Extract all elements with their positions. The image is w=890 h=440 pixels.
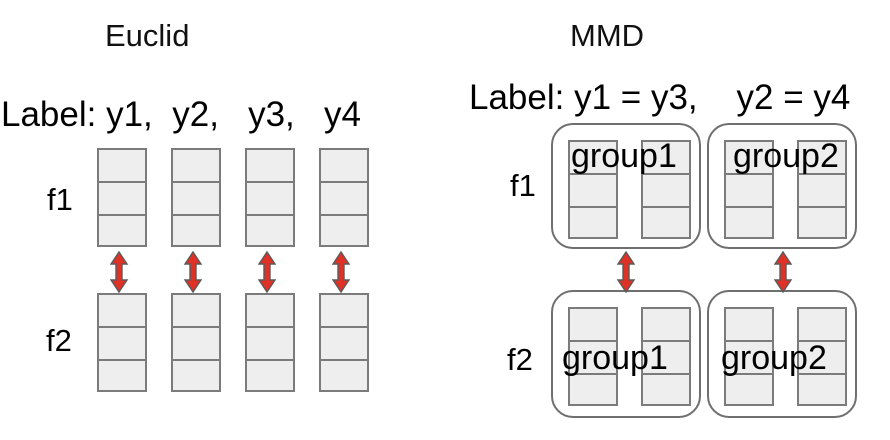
- mmd-column-g1a-f1: [568, 140, 618, 239]
- mmd-group-label-f1-group1: group1: [571, 137, 677, 175]
- mmd-column-g1b-f2: [641, 307, 691, 406]
- euclid-column-y1-f1: [97, 148, 147, 247]
- feature-cell: [245, 359, 295, 392]
- mmd-label-line: Label: y1 = y3, y2 = y4: [469, 78, 851, 117]
- euclid-panel-title: Euclid: [105, 18, 190, 53]
- feature-cell: [245, 293, 295, 326]
- feature-cell: [245, 214, 295, 247]
- euclid-feature-label-f1: f1: [47, 182, 73, 217]
- euclid-column-y2-f2: [171, 293, 221, 392]
- feature-cell: [319, 148, 369, 181]
- feature-cell: [568, 307, 618, 340]
- mmd-panel-title: MMD: [570, 18, 645, 53]
- euclid-label-line: Label: y1, y2, y3, y4: [1, 95, 361, 134]
- feature-cell: [245, 181, 295, 214]
- mmd-column-g2a-f2: [724, 307, 774, 406]
- double-arrow-icon: [109, 251, 129, 293]
- feature-cell: [724, 307, 774, 340]
- feature-cell: [245, 326, 295, 359]
- feature-cell: [797, 173, 847, 206]
- feature-cell: [171, 293, 221, 326]
- feature-cell: [97, 326, 147, 359]
- feature-cell: [319, 293, 369, 326]
- feature-cell: [641, 373, 691, 406]
- feature-cell: [97, 181, 147, 214]
- euclid-column-y1-f2: [97, 293, 147, 392]
- feature-cell: [568, 173, 618, 206]
- mmd-group-box-f1-group1: [551, 123, 701, 249]
- mmd-column-g2b-f2: [797, 307, 847, 406]
- feature-cell: [97, 214, 147, 247]
- double-arrow-icon: [773, 251, 793, 293]
- feature-cell: [568, 206, 618, 239]
- feature-cell: [724, 206, 774, 239]
- feature-cell: [319, 214, 369, 247]
- feature-cell: [97, 359, 147, 392]
- double-arrow-icon: [183, 251, 203, 293]
- mmd-feature-label-f1: f1: [510, 168, 536, 203]
- feature-cell: [797, 340, 847, 373]
- double-arrow-icon: [257, 251, 277, 293]
- mmd-group-label-f2-group1: group1: [562, 339, 668, 377]
- mmd-group-label-f1-group2: group2: [733, 137, 839, 175]
- double-arrow-icon: [331, 251, 351, 293]
- feature-cell: [171, 326, 221, 359]
- euclid-column-y3-f1: [245, 148, 295, 247]
- mmd-group-label-f2-group2: group2: [721, 339, 827, 377]
- feature-cell: [97, 293, 147, 326]
- feature-cell: [724, 340, 774, 373]
- feature-cell: [641, 206, 691, 239]
- feature-cell: [797, 206, 847, 239]
- feature-cell: [641, 173, 691, 206]
- feature-cell: [319, 359, 369, 392]
- feature-cell: [797, 307, 847, 340]
- mmd-feature-label-f2: f2: [507, 342, 533, 377]
- feature-cell: [319, 181, 369, 214]
- mmd-column-g1b-f1: [641, 140, 691, 239]
- feature-cell: [319, 326, 369, 359]
- feature-cell: [171, 181, 221, 214]
- feature-cell: [797, 373, 847, 406]
- euclid-column-y4-f2: [319, 293, 369, 392]
- feature-cell: [171, 148, 221, 181]
- feature-cell: [724, 140, 774, 173]
- feature-cell: [641, 340, 691, 373]
- mmd-column-g2a-f1: [724, 140, 774, 239]
- feature-cell: [724, 173, 774, 206]
- euclid-column-y4-f1: [319, 148, 369, 247]
- feature-cell: [245, 148, 295, 181]
- feature-cell: [568, 373, 618, 406]
- feature-cell: [171, 214, 221, 247]
- feature-cell: [797, 140, 847, 173]
- feature-cell: [724, 373, 774, 406]
- feature-cell: [568, 140, 618, 173]
- feature-cell: [568, 340, 618, 373]
- euclid-column-y3-f2: [245, 293, 295, 392]
- mmd-group-box-f1-group2: [707, 123, 857, 249]
- double-arrow-icon: [616, 251, 636, 293]
- feature-cell: [641, 307, 691, 340]
- mmd-column-g2b-f1: [797, 140, 847, 239]
- euclid-column-y2-f1: [171, 148, 221, 247]
- feature-cell: [171, 359, 221, 392]
- feature-cell: [641, 140, 691, 173]
- euclid-feature-label-f2: f2: [46, 323, 72, 358]
- mmd-column-g1a-f2: [568, 307, 618, 406]
- feature-cell: [97, 148, 147, 181]
